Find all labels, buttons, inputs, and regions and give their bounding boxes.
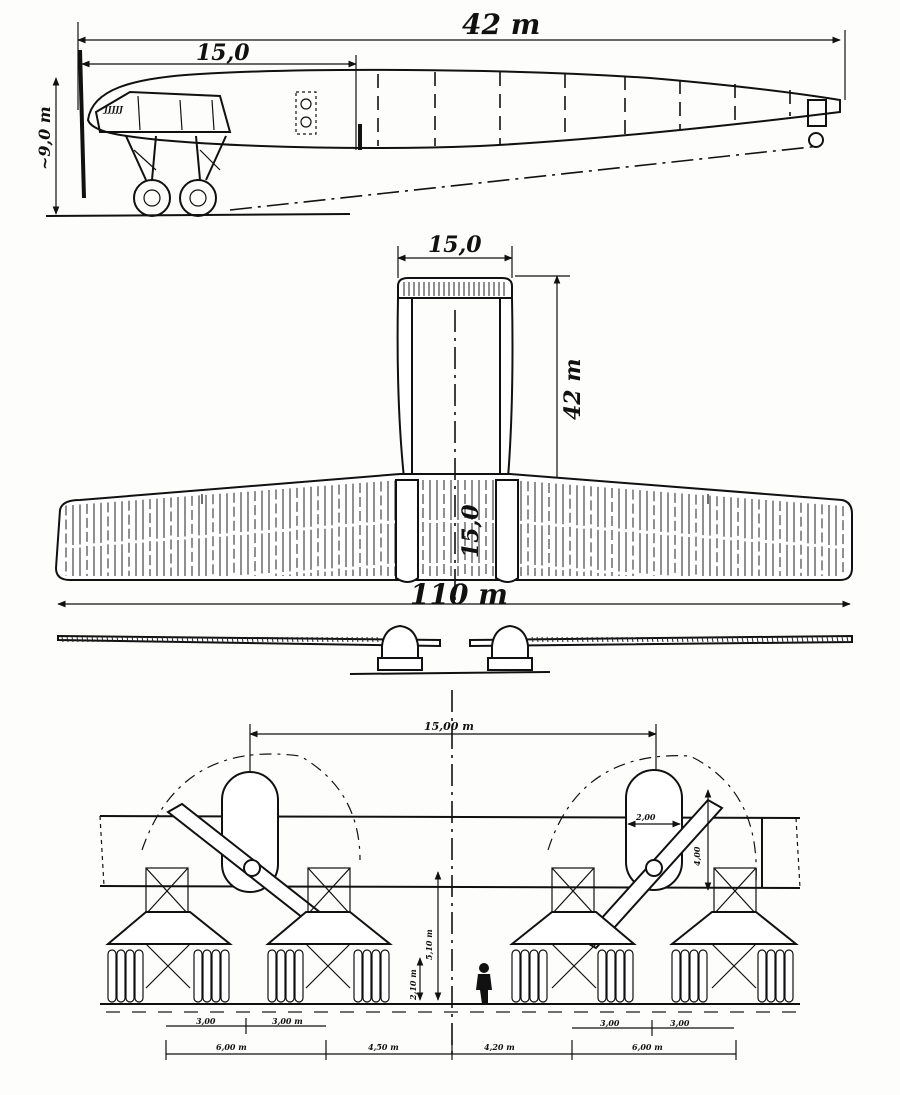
propeller-blade [78, 49, 86, 199]
tail-fin [807, 99, 827, 127]
human-figure [476, 963, 492, 1004]
pod-gap-label: 4,00 [692, 846, 702, 866]
wing-profile [86, 68, 841, 149]
ground-line [45, 213, 351, 217]
track-left-label: 6,00 m [216, 1042, 247, 1052]
bogie-right-a-label: 3,00 [600, 1018, 620, 1028]
horizontal-tail [397, 277, 513, 299]
front-engine-left [381, 624, 419, 661]
main-wheel-rear [179, 179, 217, 217]
track-right-label: 6,00 m [632, 1042, 663, 1052]
main-wheel-front [133, 179, 171, 217]
tail-boom-left [396, 297, 413, 479]
front-view [57, 624, 853, 675]
plan-view: 15,0 42 m 15,0 110 m [54, 232, 853, 611]
detail-view: 15,00 m [99, 690, 801, 1060]
tail-wheel [808, 132, 824, 148]
bogie-left-b-label: 3,00 m [272, 1016, 303, 1026]
front-wing-right [469, 634, 853, 648]
main-wing [54, 473, 853, 581]
side-nose-label: 15,0 [196, 40, 250, 66]
plan-tail-length-label: 42 m [560, 358, 586, 420]
axle-height-label: 2,10 m [408, 969, 418, 1001]
engine-group-right [509, 755, 799, 989]
side-height-label: ~9,0 m [35, 106, 54, 170]
bogie-left-a-label: 3,00 [196, 1016, 216, 1026]
plan-chord-label: 15,0 [458, 504, 484, 558]
engine-group-left [105, 753, 393, 989]
engine-spacing-label: 15,00 m [424, 720, 474, 733]
tail-boom-right [499, 297, 514, 479]
bogie-right-2 [669, 911, 799, 945]
track-mid-right-label: 4,20 m [484, 1042, 515, 1052]
nacelle-right [495, 479, 519, 583]
bogie-left-2 [265, 911, 393, 945]
nacelle-left [395, 479, 419, 583]
wheel-height-label: 5,10 m [424, 929, 434, 960]
side-length-label: 42 m [462, 8, 540, 41]
track-mid-left-label: 4,50 m [368, 1042, 399, 1052]
side-view: 42 m 15,0 ~9,0 m JJJJJ [35, 8, 846, 217]
engine-side [295, 91, 317, 135]
plan-tail-span-label: 15,0 [428, 232, 482, 258]
bogie-left-1 [105, 911, 233, 945]
pod-height-label: 2,00 [635, 812, 656, 822]
svg-text:JJJJJ: JJJJJ [102, 104, 124, 114]
bogie-right-1 [509, 911, 637, 945]
wheel-sets [107, 949, 794, 1003]
tail-down-line [229, 145, 821, 211]
plan-wingspan-label: 110 m [410, 578, 508, 611]
side-landing-gear [125, 135, 227, 217]
bogie-right-b-label: 3,00 [670, 1018, 690, 1028]
front-ground [349, 671, 551, 675]
wing-section [99, 815, 801, 889]
front-engine-right [491, 624, 529, 661]
